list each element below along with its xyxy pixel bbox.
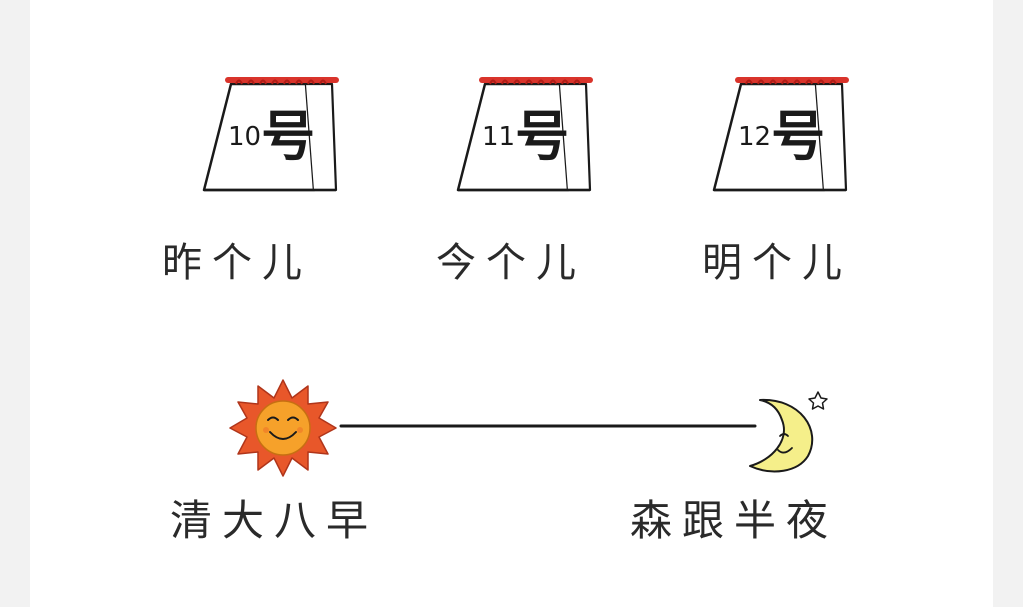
calendar-day-unit: 号 bbox=[515, 105, 570, 168]
caption-early-morning: 清大八早 bbox=[170, 496, 379, 545]
sun-icon bbox=[229, 379, 337, 477]
calendar-date-text: 11号 bbox=[482, 110, 569, 164]
illustration-canvas: 10号 昨个儿 11号 今个儿 12号 明个儿 bbox=[30, 0, 993, 607]
caption-today: 今个儿 bbox=[436, 240, 586, 286]
calendar-tomorrow: 12号 bbox=[706, 72, 856, 222]
caption-tomorrow: 明个儿 bbox=[702, 240, 852, 286]
calendar-date-text: 12号 bbox=[738, 110, 825, 164]
calendar-day-unit: 号 bbox=[261, 105, 316, 168]
calendar-today: 11号 bbox=[450, 72, 600, 222]
calendar-date-text: 10号 bbox=[228, 110, 315, 164]
calendar-yesterday: 10号 bbox=[196, 72, 346, 222]
calendar-day-number: 10 bbox=[228, 122, 262, 152]
calendar-day-number: 12 bbox=[738, 122, 772, 152]
calendar-day-unit: 号 bbox=[771, 105, 826, 168]
calendar-day-number: 11 bbox=[482, 122, 516, 152]
crescent-moon-icon bbox=[749, 398, 814, 473]
star-icon bbox=[808, 391, 828, 410]
day-timeline bbox=[229, 379, 828, 477]
caption-midnight: 森跟半夜 bbox=[630, 496, 839, 545]
caption-yesterday: 昨个儿 bbox=[162, 240, 312, 286]
